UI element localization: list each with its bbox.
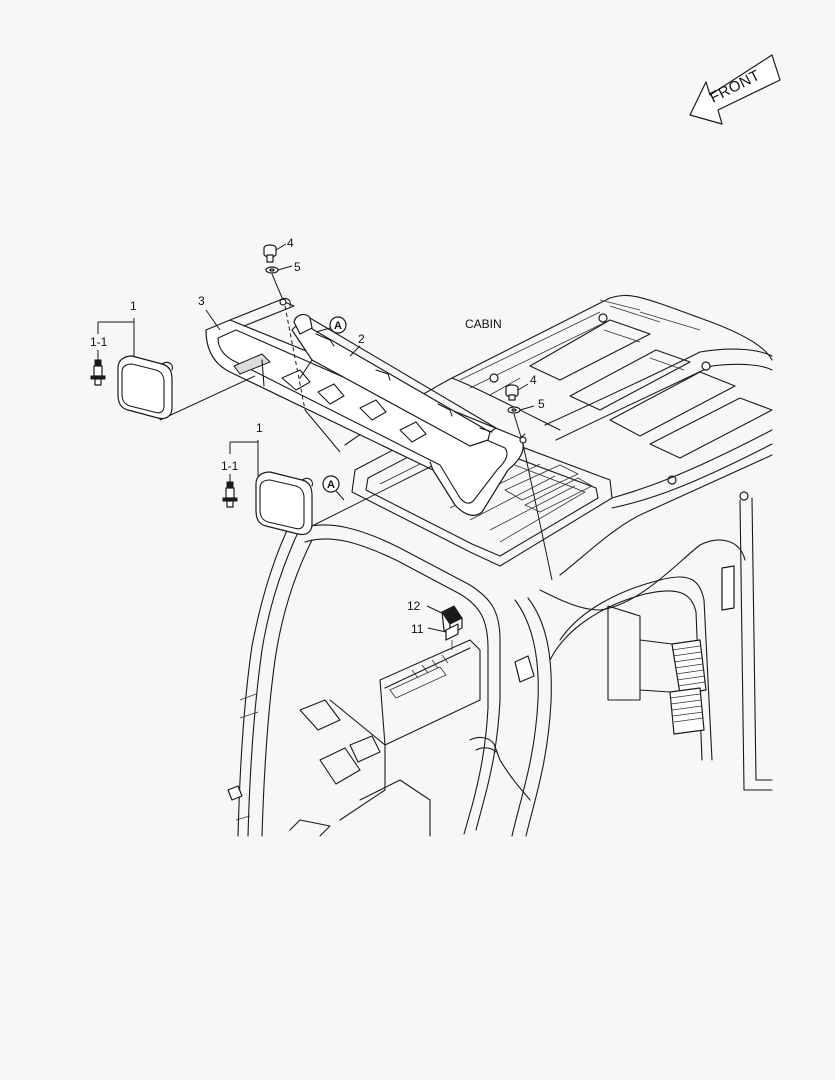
- label-bolt-top: 4: [287, 236, 294, 250]
- switch-part-12-11: 12 11: [407, 599, 463, 650]
- label-bracket: 2: [358, 332, 365, 346]
- label-washer-right: 5: [538, 397, 545, 411]
- label-guard: 3: [198, 294, 205, 308]
- worklamp-left-part-1: 1: [97, 299, 173, 420]
- label-bulb-left: 1-1: [90, 335, 108, 349]
- bolt-washer-top: 4 5: [263, 236, 301, 301]
- bulb-front-part-1-1: 1-1: [221, 459, 239, 508]
- callout-a-top-label: A: [334, 320, 342, 332]
- assembly-leader-lines: [159, 305, 553, 581]
- cabin-body: CABIN: [227, 294, 773, 837]
- bolt-washer-right: 4 5: [505, 373, 545, 438]
- guard-bracket-labels: 3 2: [198, 294, 365, 357]
- callout-a-mid: A: [322, 475, 345, 501]
- label-bulb-front: 1-1: [221, 459, 239, 473]
- label-bolt-right: 4: [530, 373, 537, 387]
- lamp-bracket-part-2: [281, 313, 497, 447]
- front-arrow: FRONT: [689, 54, 781, 125]
- callout-a-top: A: [315, 316, 347, 334]
- bulb-left-part-1-1: 1-1: [90, 335, 108, 386]
- label-washer-top: 5: [294, 260, 301, 274]
- label-switch-base: 11: [411, 622, 424, 636]
- label-switch: 12: [407, 599, 421, 613]
- label-worklamp-front: 1: [256, 421, 263, 435]
- worklamp-front-part-1: 1: [229, 421, 313, 536]
- label-worklamp-left: 1: [130, 299, 137, 313]
- callout-a-mid-label: A: [327, 479, 335, 491]
- worklamp-guard-part-3: [205, 297, 527, 516]
- cabin-label: CABIN: [465, 317, 502, 331]
